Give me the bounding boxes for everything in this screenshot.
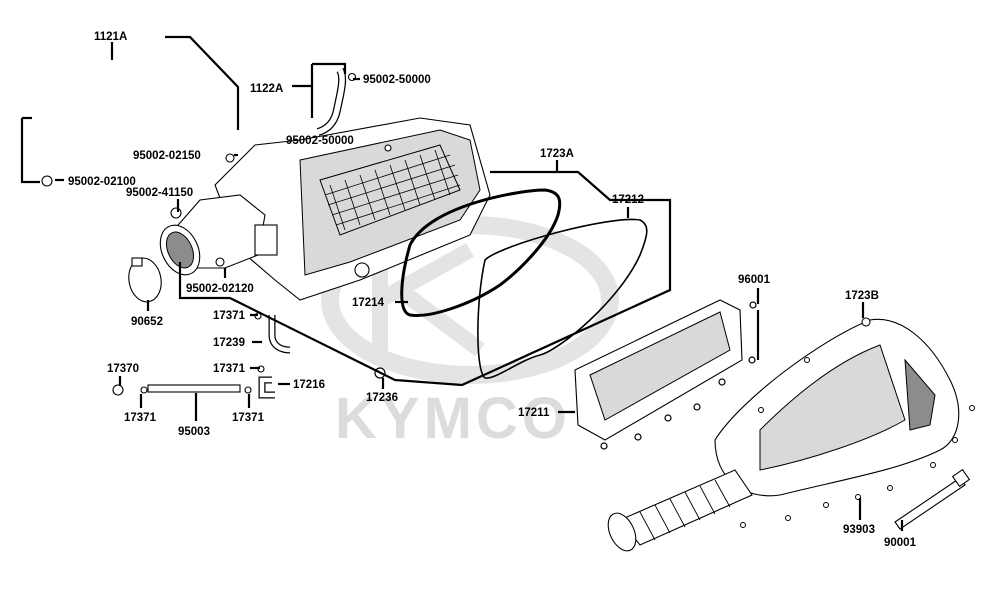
watermark-text: KYMCO xyxy=(335,386,571,451)
label-17211: 17211 xyxy=(518,407,550,419)
label-95002-02120: 95002-02120 xyxy=(186,283,254,295)
label-17371-a: 17371 xyxy=(213,310,246,322)
leader-lines xyxy=(20,35,904,531)
label-17214: 17214 xyxy=(352,297,385,309)
label-17371-b: 17371 xyxy=(213,363,246,375)
label-17212: 17212 xyxy=(612,194,644,206)
label-17236: 17236 xyxy=(366,392,398,404)
air-cleaner-case-part xyxy=(159,117,491,301)
label-17370: 17370 xyxy=(107,363,139,375)
label-1723B: 1723B xyxy=(845,290,879,302)
element-17212-part xyxy=(477,218,648,379)
label-1122A: 1122A xyxy=(250,83,283,95)
label-95002-50000-top: 95002-50000 xyxy=(363,74,431,86)
label-1121A: 1121A xyxy=(94,31,127,43)
label-17239: 17239 xyxy=(213,337,245,349)
gasket-17214-part xyxy=(400,188,562,317)
label-17216: 17216 xyxy=(293,379,325,391)
label-17371-d: 17371 xyxy=(232,412,265,424)
label-90652: 90652 xyxy=(131,316,163,328)
label-95002-02150: 95002-02150 xyxy=(133,150,201,162)
hose-1122A-part xyxy=(316,67,357,136)
label-95002-41150: 95002-41150 xyxy=(126,187,193,199)
label-90001: 90001 xyxy=(884,537,917,549)
label-95003: 95003 xyxy=(178,426,210,438)
label-1723A: 1723A xyxy=(540,148,574,160)
label-95002-50000-bottom: 95002-50000 xyxy=(286,135,354,147)
label-96001: 96001 xyxy=(738,274,771,286)
clamp-90652-part xyxy=(128,257,162,303)
label-95002-02100: 95002-02100 xyxy=(68,176,136,188)
label-93903: 93903 xyxy=(843,524,875,536)
hose-1121A-part xyxy=(33,40,232,187)
label-17371-c: 17371 xyxy=(124,412,157,424)
cover-1723B-part xyxy=(607,317,975,552)
part-labels: 1121A 1122A 95002-50000 95002-50000 9500… xyxy=(68,31,917,549)
